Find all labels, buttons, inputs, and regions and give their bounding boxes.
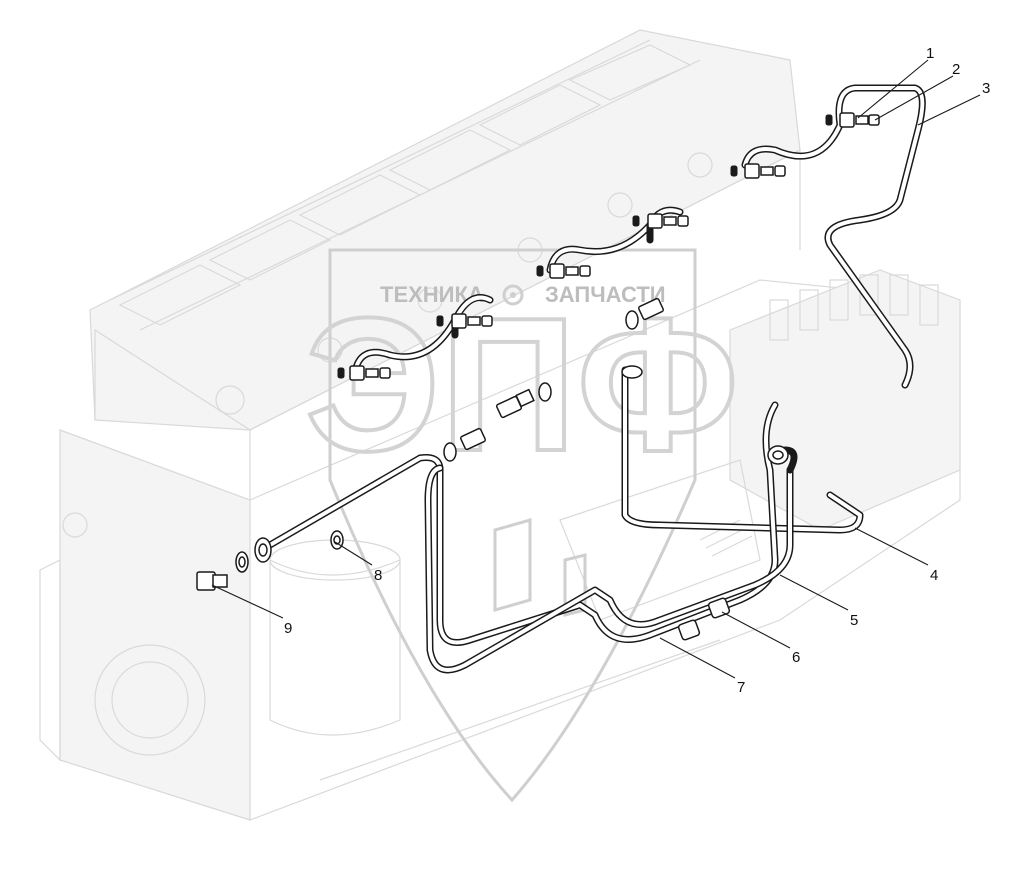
fuel-leak-off-line	[351, 84, 926, 389]
callout-3: 3	[982, 80, 990, 97]
callout-labels: 1 2 3 4 5 6 7 8 9	[284, 45, 990, 696]
watermark: ЭПФ ТЕХНИКА ЗАПЧАСТИ	[303, 248, 741, 803]
feed-line-7	[424, 445, 798, 674]
callout-8: 8	[374, 567, 382, 584]
callout-5: 5	[850, 612, 858, 629]
banjo-fitting	[730, 163, 786, 179]
banjo-fitting	[536, 263, 591, 279]
valve-cover-segments	[118, 44, 692, 326]
callout-1: 1	[926, 45, 934, 62]
banjo-bolt-9	[196, 551, 249, 591]
sealing-washer-8	[254, 530, 344, 563]
engine-block-outline	[39, 29, 961, 821]
callout-4: 4	[930, 567, 938, 584]
callout-2: 2	[952, 61, 960, 78]
watermark-big-letters: ЭПФ	[305, 279, 739, 491]
banjo-bolt-top	[625, 297, 665, 330]
callout-7: 7	[737, 679, 745, 696]
injector-banjo-fittings	[337, 112, 880, 381]
banjo-fitting	[436, 313, 493, 329]
banjo-bolt-center-upper	[495, 382, 552, 419]
leader-lines	[211, 59, 981, 679]
callout-9: 9	[284, 620, 292, 637]
banjo-fitting	[337, 365, 391, 381]
callout-6: 6	[792, 649, 800, 666]
banjo-fitting	[825, 112, 880, 128]
watermark-right-word: ЗАПЧАСТИ	[545, 282, 666, 307]
banjo-bolt-center-lower	[443, 427, 487, 462]
gear-icon	[502, 284, 524, 306]
banjo-fitting	[632, 213, 689, 229]
return-line-4	[621, 365, 864, 534]
injection-pump-elements	[769, 274, 939, 341]
